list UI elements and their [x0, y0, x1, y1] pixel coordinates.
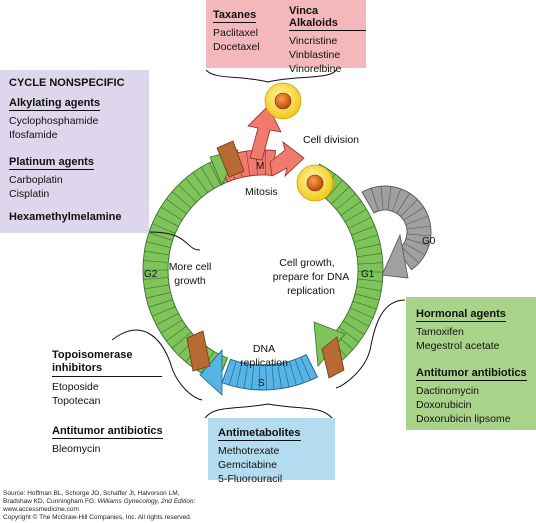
dna-line2: replication — [240, 357, 288, 369]
g1-text-line1: Cell growth, — [279, 257, 334, 269]
s-phase-segment — [221, 354, 319, 391]
antimetabolites-item: 5-Fluorouracil — [218, 473, 283, 485]
hexamethylmelamine-label: Hexamethylmelamine — [9, 211, 122, 223]
dna-line1: DNA — [253, 343, 275, 355]
cycle-nonspecific-title: CYCLE NONSPECIFIC — [9, 77, 125, 89]
taxanes-item: Docetaxel — [213, 41, 260, 53]
g0-label: G0 — [422, 236, 436, 247]
vinca-item: Vincristine — [289, 35, 338, 47]
vinca-header: Vinca Alkaloids — [289, 5, 366, 31]
cell-division-label: Cell division — [303, 134, 359, 146]
topo-item: Etoposide — [52, 381, 99, 393]
source-citation: Source: Hoffman BL, Schorge JO, Schaffer… — [3, 490, 195, 522]
s-arrowhead — [199, 348, 223, 396]
source-line: Source: Hoffman BL, Schorge JO, Schaffer… — [3, 490, 180, 497]
bracket-cycle-nonspecific — [149, 231, 201, 251]
checkpoint-block-right — [321, 336, 345, 379]
platinum-header: Platinum agents — [9, 156, 94, 170]
antimetabolites-header: Antimetabolites — [218, 427, 301, 441]
g1-text-line3: replication — [287, 285, 335, 297]
source-book-title: Williams Gynecology, 2nd Edition: — [97, 498, 196, 505]
daughter-cell-top — [264, 82, 302, 120]
hormonal-header: Hormonal agents — [416, 308, 506, 322]
bracket-top — [205, 69, 337, 83]
antitumor-right-item: Dactinomycin — [416, 385, 480, 397]
vinca-item: Vinblastine — [289, 49, 341, 61]
mitotic-inhibitors-box: Taxanes Paclitaxel Docetaxel Vinca Alkal… — [206, 0, 366, 75]
topoisomerase-group: Topoisomerase inhibitors Etoposide Topot… — [52, 349, 162, 408]
taxanes-item: Paclitaxel — [213, 27, 258, 39]
antitumor-left-header: Antitumor antibiotics — [52, 425, 163, 439]
hormonal-antitumor-box: Hormonal agents Tamoxifen Megestrol acet… — [406, 297, 536, 430]
hormonal-item: Megestrol acetate — [416, 340, 500, 352]
mitosis-label: Mitosis — [245, 186, 278, 198]
source-url: www.accessmedicine.com — [3, 506, 79, 513]
antimetabolites-item: Methotrexate — [218, 445, 280, 457]
s-label: S — [258, 378, 265, 389]
m-label: M — [256, 161, 264, 172]
hormonal-item: Tamoxifen — [416, 326, 464, 338]
platinum-item: Cisplatin — [9, 188, 50, 200]
topoisomerase-header: Topoisomerase inhibitors — [52, 349, 162, 377]
taxanes-group: Taxanes Paclitaxel Docetaxel — [213, 5, 260, 54]
taxanes-header: Taxanes — [213, 9, 257, 23]
antimetabolites-box: Antimetabolites Methotrexate Gemcitabine… — [208, 418, 335, 485]
copyright: Copyright © The McGraw-Hill Companies, I… — [3, 514, 192, 521]
more-growth-line2: growth — [174, 275, 206, 287]
antitumor-right-item: Doxorubicin lipsome — [416, 413, 511, 425]
platinum-item: Carboplatin — [9, 174, 63, 186]
antimetabolites-item: Gemcitabine — [218, 459, 277, 471]
bracket-right-bottom — [335, 299, 406, 389]
alkylating-item: Ifosfamide — [9, 129, 58, 141]
alkylating-header: Alkylating agents — [9, 97, 101, 111]
vinca-item: Vinorelbine — [289, 63, 342, 75]
checkpoint-block-top — [216, 140, 245, 178]
daughter-cell-right — [296, 164, 334, 202]
cell-division-arrow-up — [247, 105, 282, 161]
bracket-left-bottom — [111, 329, 203, 401]
cycle-nonspecific-box: CYCLE NONSPECIFIC Alkylating agents Cycl… — [0, 70, 149, 233]
g1-label: G1 — [361, 269, 375, 280]
g2-g1-ring — [142, 158, 384, 382]
g0-arrowhead — [381, 233, 409, 279]
antitumor-left-item: Bleomycin — [52, 443, 101, 455]
more-growth-line1: More cell — [169, 261, 212, 273]
g0-loop — [361, 185, 432, 271]
antitumor-right-item: Doxorubicin — [416, 399, 472, 411]
topo-item: Topotecan — [52, 395, 101, 407]
g2-label: G2 — [144, 269, 158, 280]
g1-text-line2: prepare for DNA — [273, 271, 349, 283]
vinca-group: Vinca Alkaloids Vincristine Vinblastine … — [289, 5, 366, 76]
alkylating-item: Cyclophosphamide — [9, 115, 99, 127]
source-line: Bradshaw KD, Cunningham FG: Williams Gyn… — [3, 498, 195, 506]
antitumor-right-header: Antitumor antibiotics — [416, 367, 527, 381]
checkpoint-block-left — [186, 330, 211, 372]
bracket-antimetabolites — [204, 403, 333, 419]
cell-division-arrow-right — [269, 140, 305, 178]
antitumor-left-group: Antitumor antibiotics Bleomycin — [52, 421, 192, 456]
source-authors: Bradshaw KD, Cunningham FG: — [3, 498, 98, 505]
